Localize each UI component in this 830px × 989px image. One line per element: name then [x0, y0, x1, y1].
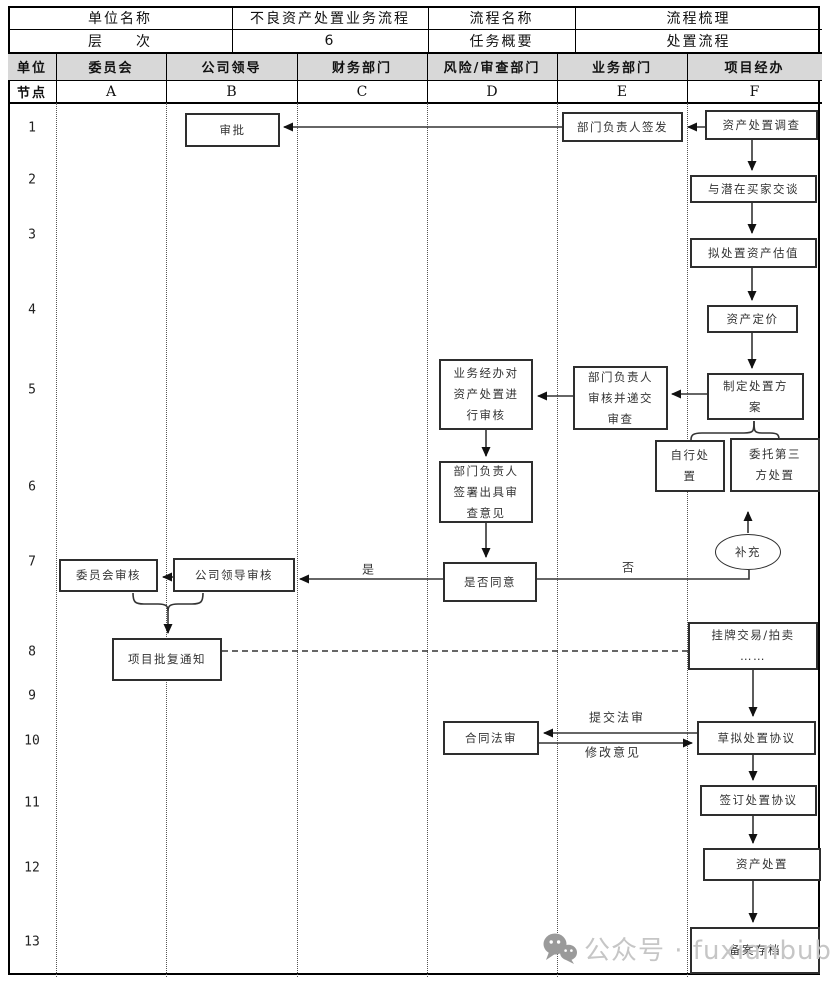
row-number-10: 10 — [24, 733, 40, 749]
lane-header-border — [166, 53, 167, 103]
edge-label-submit: 提交法审 — [588, 710, 646, 725]
lane-header-F: 项目经办 — [687, 53, 822, 80]
row-number-6: 6 — [28, 479, 36, 495]
row-number-4: 4 — [28, 302, 36, 318]
swimlane-divider — [297, 103, 298, 977]
flow-node-maijia: 与潜在买家交谈 — [690, 175, 817, 203]
swimlane-divider — [557, 103, 558, 977]
header-task-summary-label: 任务概要 — [469, 34, 534, 50]
header-process-name-label: 流程名称 — [469, 10, 534, 27]
row-number-2: 2 — [28, 172, 36, 188]
flow-node-diaocha: 资产处置调查 — [705, 110, 818, 140]
header-level-value: 6 — [324, 33, 336, 49]
wechat-bubbles-icon — [543, 933, 577, 964]
row-number-12: 12 — [24, 860, 40, 876]
flow-node-gongsi: 公司领导审核 — [173, 558, 295, 592]
flow-node-guapai: 挂牌交易/拍卖 …… — [688, 622, 818, 670]
edge-label-revise: 修改意见 — [584, 745, 642, 760]
flow-node-shifou: 是否同意 — [443, 562, 537, 602]
flow-node-qianshu: 部门负责人 签署出具审 查意见 — [439, 461, 533, 523]
row-number-11: 11 — [24, 795, 40, 811]
edge-label-yes: 是 — [361, 562, 377, 577]
lane-node-letter-D: D — [486, 83, 498, 100]
header-process-name-value: 流程梳理 — [666, 10, 731, 27]
lane-node-letter-B: B — [226, 83, 237, 100]
flow-node-bumen-shenhe: 部门负责人 审核并递交 审查 — [573, 366, 668, 430]
header-unit-name-label: 单位名称 — [88, 10, 152, 27]
swimlane-divider — [56, 103, 57, 977]
lane-node-letter-C: C — [356, 83, 368, 100]
header-cell-border — [428, 6, 429, 53]
flow-node-zichan-chuzhi: 资产处置 — [703, 848, 821, 881]
lane-header-border — [427, 53, 428, 103]
row-number-13: 13 — [24, 934, 40, 950]
swimlane-divider — [427, 103, 428, 977]
flow-node-fangan: 制定处置方 案 — [707, 373, 804, 420]
row-number-3: 3 — [28, 227, 36, 243]
flow-node-bumen-qianfa: 部门负责人签发 — [562, 112, 683, 142]
header-divider — [8, 102, 822, 104]
lane-header-border — [687, 53, 688, 103]
header-cell-border — [575, 6, 576, 53]
flow-node-beian: 备案存档 — [690, 927, 820, 974]
flow-node-hetong: 合同法审 — [443, 721, 539, 755]
header-level-label: 层 次 — [88, 34, 152, 50]
row-number-7: 7 — [28, 554, 36, 570]
lane-header-B: 公司领导 — [166, 53, 297, 80]
header-divider — [8, 29, 822, 30]
lane-header-border — [557, 53, 558, 103]
header-divider — [8, 52, 822, 54]
row-number-1: 1 — [28, 120, 36, 136]
flow-node-weiyuanhui: 委员会审核 — [59, 559, 158, 592]
header-divider — [8, 80, 822, 81]
flow-node-guzhi: 拟处置资产估值 — [690, 238, 817, 268]
lane-node-letter-F: F — [749, 83, 760, 100]
swimlane-divider — [166, 103, 167, 977]
flow-node-caoni: 草拟处置协议 — [697, 721, 816, 755]
lane-header-A: 委员会 — [56, 53, 166, 80]
flow-node-shenpi: 审批 — [185, 113, 280, 147]
edge-label-no: 否 — [621, 560, 637, 575]
row-number-9: 9 — [28, 688, 36, 704]
watermark: 公众号 · fuxianbubin — [542, 930, 830, 967]
lane-header-C: 财务部门 — [297, 53, 427, 80]
header-task-summary-value: 处置流程 — [666, 34, 731, 50]
row-number-5: 5 — [28, 382, 36, 398]
lane-header-D: 风险/审查部门 — [427, 53, 557, 80]
header-cell-border — [232, 6, 233, 53]
swimlane-divider — [687, 103, 688, 977]
flow-node-qianding: 签订处置协议 — [700, 785, 817, 816]
lane-header-unit-label: 单位 — [8, 53, 56, 80]
header-unit-name-value: 不良资产处置业务流程 — [250, 10, 410, 27]
lane-header-border — [56, 53, 57, 103]
watermark-text: 公众号 · fuxianbubin — [584, 936, 830, 966]
flow-node-zixing: 自行处 置 — [655, 440, 725, 492]
flow-node-dingjia: 资产定价 — [707, 305, 798, 333]
lane-header-node-label: 节点 — [16, 86, 47, 101]
flow-node-jingban: 业务经办对 资产处置进 行审核 — [439, 359, 533, 430]
lane-node-letter-E: E — [616, 83, 628, 100]
lane-header-border — [297, 53, 298, 103]
flow-node-buchong: 补充 — [715, 534, 781, 570]
flow-node-pifu: 项目批复通知 — [112, 638, 222, 681]
lane-node-letter-A: A — [105, 83, 117, 100]
flow-node-weituo: 委托第三 方处置 — [730, 438, 820, 492]
lane-header-E: 业务部门 — [557, 53, 687, 80]
row-number-8: 8 — [28, 644, 36, 660]
